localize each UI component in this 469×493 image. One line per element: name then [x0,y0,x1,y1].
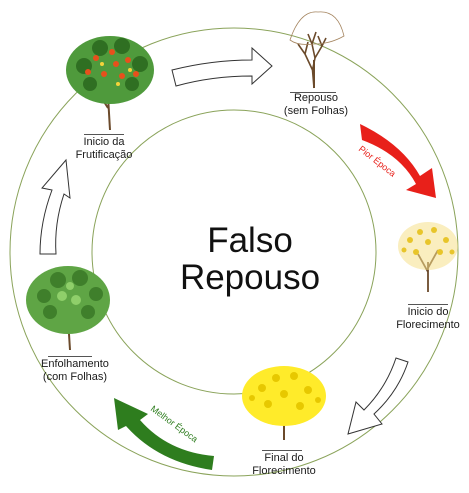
stage-early-bloom-tick [408,304,448,305]
fruiting-tree-icon [66,36,154,131]
arrow-fruiting-to-rest [171,46,273,87]
arrow-leafy-to-fruiting [39,158,71,255]
stage-leafy-tick [48,356,92,357]
early-bloom-tree-icon [398,222,458,292]
worst-season-arrow [360,124,436,198]
inner-ring [91,109,377,395]
stage-end-bloom-tick [262,450,302,451]
best-season-arrow [114,398,214,470]
outer-ring [9,27,459,477]
stage-fruiting-tick [84,134,124,135]
stage-label-rest: Repouso(sem Folhas) [283,92,349,117]
bare-tree-icon [289,11,345,89]
full-bloom-tree-icon [242,366,326,440]
leafy-tree-icon [26,266,110,351]
stage-rest-tick [290,92,336,93]
stage-label-leafy: Enfolhamento(com Folhas) [41,358,109,383]
arrow-earlybloom-to-endbloom [347,357,409,435]
